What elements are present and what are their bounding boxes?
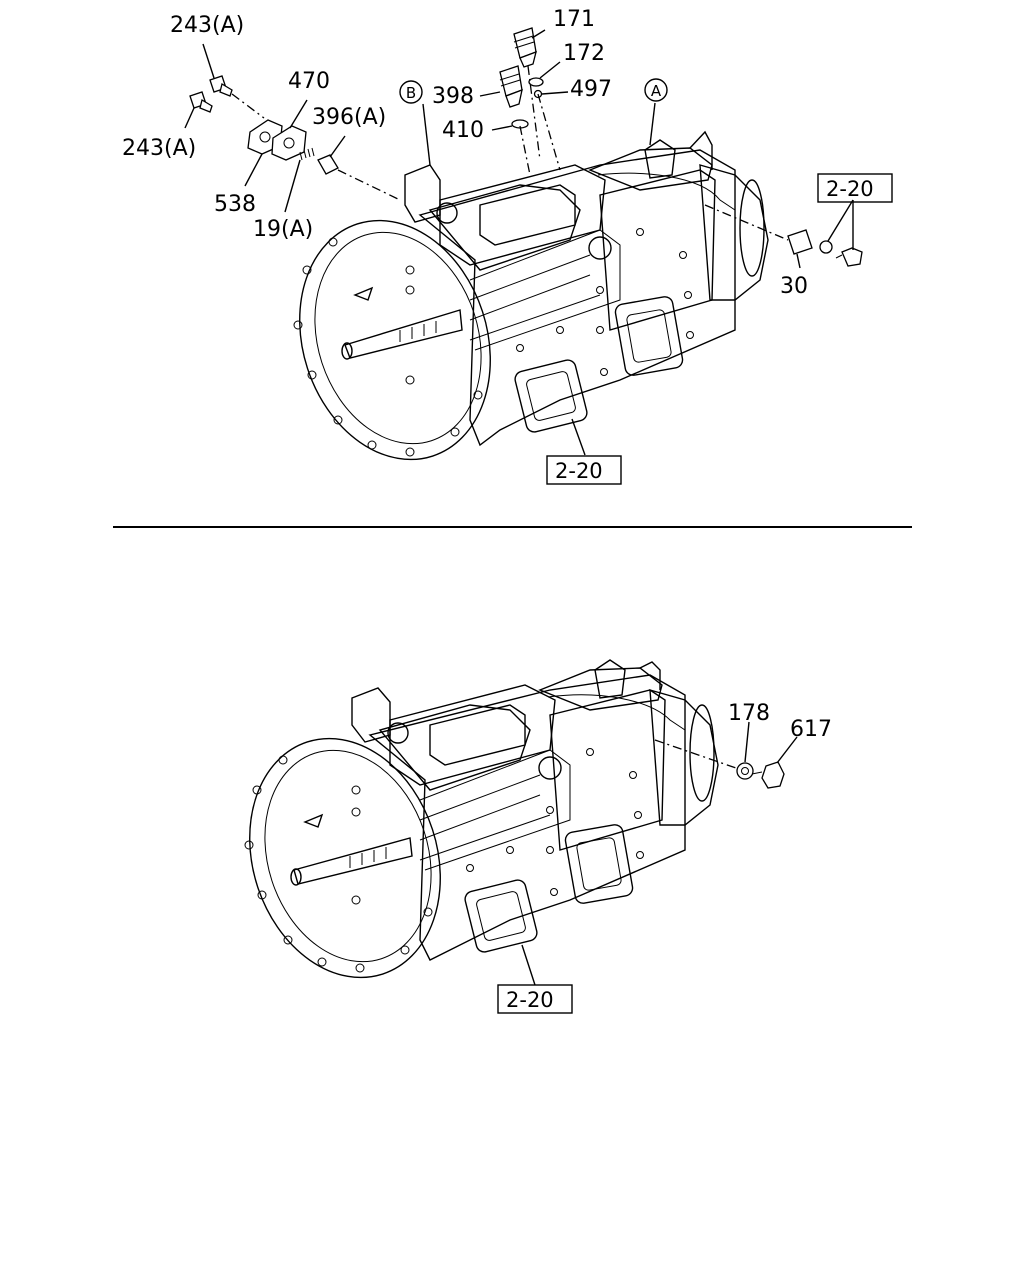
ref-box-lower-bottom-frame [497,984,573,1014]
upper-transmission-illustration [293,130,769,461]
callout-617: 617 [790,717,832,742]
callout-410: 410 [442,118,484,143]
upper-leader-lines [184,29,854,456]
callout-470: 470 [288,69,330,94]
callout-243a-top: 243(A) [170,13,244,38]
callout-398: 398 [432,84,474,109]
upper-exploded-parts [189,27,863,267]
ref-box-upper-bottom-frame [546,455,622,485]
callout-243a-left: 243(A) [122,136,196,161]
callout-30: 30 [780,274,808,299]
callout-396a: 396(A) [312,105,386,130]
lower-callouts: 178 617 2-20 [497,701,832,1014]
ref-box-upper-bottom: 2-20 [555,459,603,483]
callout-538: 538 [214,192,256,217]
callout-19a: 19(A) [253,217,313,242]
upper-callouts: 171 172 398 497 410 243(A) 243(A) 470 39… [122,7,893,485]
callout-497: 497 [570,77,612,102]
callout-172: 172 [563,41,605,66]
lower-exploded-parts [736,761,785,789]
marker-a: A [651,82,662,100]
ref-box-right: 2-20 [826,177,874,201]
ref-box-lower-bottom: 2-20 [506,988,554,1012]
lower-leader-lines [521,721,798,986]
marker-b-circle [399,80,423,104]
callout-178: 178 [728,701,770,726]
lower-transmission-illustration [244,659,719,979]
marker-a-circle [644,78,668,102]
callout-171: 171 [553,7,595,32]
marker-b: B [406,84,416,102]
ref-box-right-frame [817,173,893,203]
